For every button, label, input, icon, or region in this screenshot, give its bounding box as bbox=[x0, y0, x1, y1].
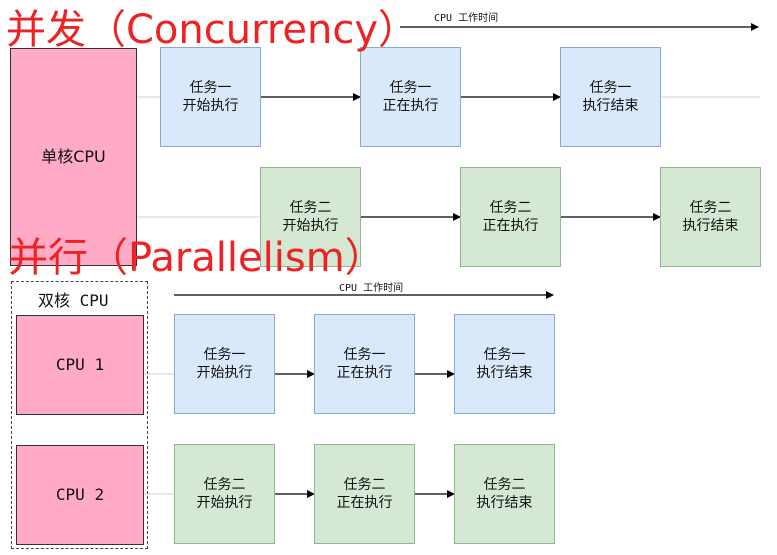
parallelism-title: 并行（Parallelism） bbox=[8, 235, 385, 281]
p-task1-running-label: 任务一 正在执行 bbox=[336, 347, 393, 381]
p-task2-start-box: 任务二 开始执行 bbox=[174, 444, 275, 544]
p-task2-end-label: 任务二 执行结束 bbox=[476, 477, 533, 511]
p-task1-end-label: 任务一 执行结束 bbox=[476, 347, 533, 381]
p-task1-start-label: 任务一 开始执行 bbox=[196, 347, 253, 381]
single-core-cpu-label: 单核CPU bbox=[41, 147, 106, 166]
parallelism-axis-label: CPU 工作时间 bbox=[339, 283, 404, 294]
task1-end-box: 任务一 执行结束 bbox=[560, 47, 661, 147]
dual-core-label: 双核 CPU bbox=[38, 291, 109, 310]
task2-running-box: 任务二 正在执行 bbox=[460, 167, 561, 267]
cpu2-box: CPU 2 bbox=[16, 445, 144, 545]
concurrency-axis-label: CPU 工作时间 bbox=[434, 13, 499, 24]
task2-end-label: 任务二 执行结束 bbox=[682, 200, 739, 234]
task1-end-label: 任务一 执行结束 bbox=[582, 80, 639, 114]
p-task1-end-box: 任务一 执行结束 bbox=[454, 314, 555, 414]
single-core-cpu-box: 单核CPU bbox=[10, 48, 137, 266]
p-task2-running-label: 任务二 正在执行 bbox=[336, 477, 393, 511]
cpu1-label: CPU 1 bbox=[55, 355, 105, 374]
task1-running-label: 任务一 正在执行 bbox=[382, 80, 439, 114]
cpu1-box: CPU 1 bbox=[16, 315, 144, 415]
p-task1-start-box: 任务一 开始执行 bbox=[174, 314, 275, 414]
task2-start-label: 任务二 开始执行 bbox=[282, 200, 339, 234]
task1-running-box: 任务一 正在执行 bbox=[360, 47, 461, 147]
p-task2-running-box: 任务二 正在执行 bbox=[314, 444, 415, 544]
task1-start-box: 任务一 开始执行 bbox=[160, 47, 261, 147]
dual-core-group bbox=[11, 281, 148, 549]
p-task1-running-box: 任务一 正在执行 bbox=[314, 314, 415, 414]
p-task2-end-box: 任务二 执行结束 bbox=[454, 444, 555, 544]
task2-end-box: 任务二 执行结束 bbox=[660, 167, 761, 267]
p-task2-start-label: 任务二 开始执行 bbox=[196, 477, 253, 511]
task2-running-label: 任务二 正在执行 bbox=[482, 200, 539, 234]
cpu2-label: CPU 2 bbox=[55, 485, 105, 504]
task2-start-box: 任务二 开始执行 bbox=[260, 167, 361, 267]
concurrency-title: 并发（Concurrency） bbox=[6, 7, 419, 53]
task1-start-label: 任务一 开始执行 bbox=[182, 80, 239, 114]
